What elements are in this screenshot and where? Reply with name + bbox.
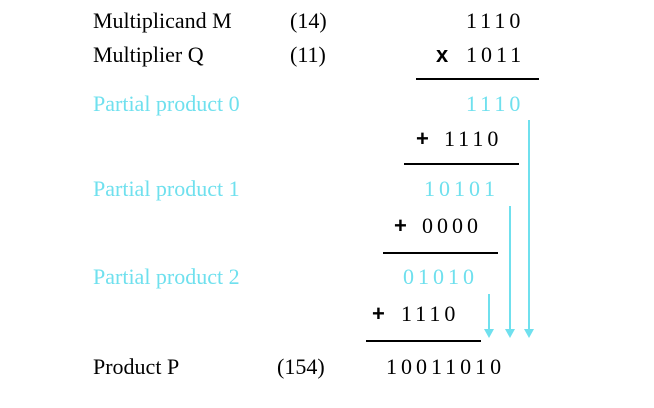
add-operator-3: + <box>372 301 385 326</box>
partial-product-1-label: Partial product 1 <box>93 176 240 201</box>
partial-product-0-value: 1110 <box>466 91 525 116</box>
multiplicand-label: Multiplicand M <box>93 8 232 33</box>
addend-1-value: 1110 <box>444 126 503 151</box>
product-decimal: (154) <box>277 354 325 379</box>
rule-addend-1 <box>404 163 519 165</box>
partial-product-2-label: Partial product 2 <box>93 264 240 289</box>
rule-multiplier <box>416 78 539 80</box>
partial-product-1-value: 10101 <box>424 176 499 201</box>
multiplicand-value: 1110 <box>466 8 525 33</box>
multiplier-value: 1011 <box>466 42 526 67</box>
lsb-arrow-1-line <box>509 206 511 330</box>
lsb-arrow-2-line <box>488 294 490 330</box>
lsb-arrow-2-icon <box>484 329 494 338</box>
multiplicand-decimal: (14) <box>290 8 327 33</box>
addend-3-value: 1110 <box>401 301 460 326</box>
product-label: Product P <box>93 354 180 379</box>
partial-product-2-value: 01010 <box>403 264 478 289</box>
multiplier-label: Multiplier Q <box>93 42 204 67</box>
multiply-operator: x <box>436 42 449 67</box>
multiplier-decimal: (11) <box>290 42 326 67</box>
addend-2-value: 0000 <box>422 213 482 238</box>
add-operator-1: + <box>416 126 429 151</box>
partial-product-0-label: Partial product 0 <box>93 91 240 116</box>
add-operator-2: + <box>394 213 407 238</box>
product-value: 10011010 <box>386 354 506 379</box>
rule-addend-3 <box>366 340 481 342</box>
lsb-arrow-0-line <box>528 120 530 330</box>
rule-addend-2 <box>383 252 498 254</box>
lsb-arrow-0-icon <box>524 329 534 338</box>
lsb-arrow-1-icon <box>505 329 515 338</box>
